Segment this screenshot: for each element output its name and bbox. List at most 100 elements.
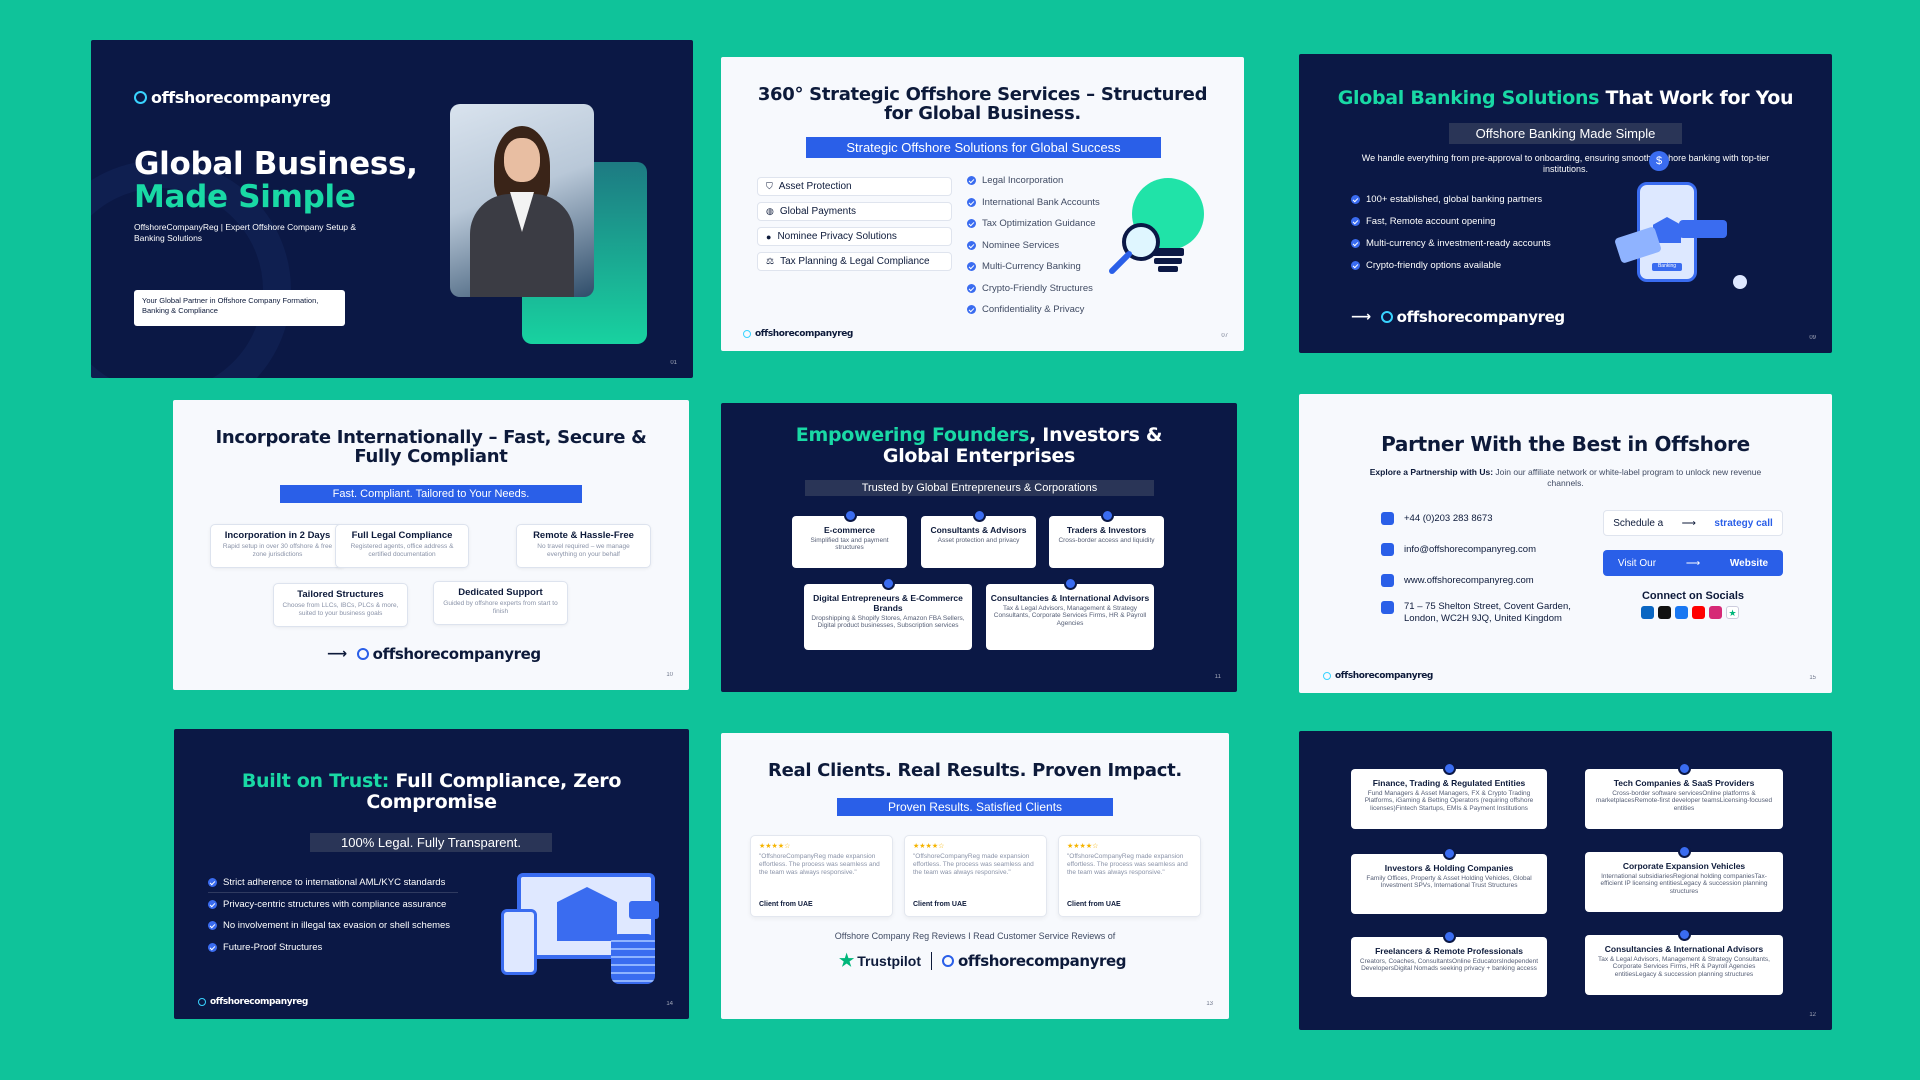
title-line-1: Global Business, [134, 146, 418, 182]
x-icon[interactable] [1658, 606, 1671, 619]
footer-logos: ★Trustpilot offshorecompanyreg [839, 951, 1127, 971]
contact-label: 71 – 75 Shelton Street, Covent Garden, L… [1404, 601, 1571, 624]
page-number: 07 [1221, 333, 1228, 339]
slide-2[interactable]: 360° Strategic Offshore Services – Struc… [721, 57, 1244, 351]
review-text: "OffshoreCompanyReg made expansion effor… [759, 853, 880, 876]
linkedin-icon[interactable] [1641, 606, 1654, 619]
logo-mark-icon [743, 330, 751, 338]
check-label: No involvement in illegal tax evasion or… [223, 920, 451, 931]
brand-name: offshorecompanyreg [210, 997, 308, 1007]
contact-address: 71 – 75 Shelton Street, Covent Garden, L… [1381, 601, 1571, 625]
slide-4[interactable]: Incorporate Internationally – Fast, Secu… [173, 400, 689, 690]
card-title: Tailored Structures [297, 589, 384, 600]
slide-pill: Proven Results. Satisfied Clients [837, 798, 1113, 816]
contact-email[interactable]: info@offshorecompanyreg.com [1381, 543, 1536, 556]
slide-subtitle: OffshoreCompanyReg | Expert Offshore Com… [134, 222, 357, 243]
check-icon [208, 921, 217, 930]
card-desc: Tax & Legal Advisors, Management & Strat… [993, 605, 1147, 627]
slide-title: Global Banking Solutions That Work for Y… [1319, 88, 1812, 109]
button-label: Schedule a [1613, 517, 1664, 529]
reviews-footer: Offshore Company Reg Reviews I Read Cust… [834, 931, 1116, 941]
slide-title: Empowering Founders, Investors & Global … [761, 425, 1197, 466]
badge-icon [1678, 845, 1691, 858]
youtube-icon[interactable] [1692, 606, 1705, 619]
coin-stack-icon [611, 934, 655, 984]
logo-mark-icon [1323, 672, 1331, 680]
brand-name: offshorecompanyreg [958, 952, 1127, 970]
check-icon [1351, 217, 1360, 226]
check-icon [1351, 261, 1360, 270]
globe-icon: ◍ [766, 206, 774, 216]
tag-label: Global Payments [779, 206, 857, 217]
scale-icon: ⚖ [766, 256, 775, 266]
instagram-icon[interactable] [1709, 606, 1722, 619]
badge-icon [1443, 847, 1456, 860]
page-number: 01 [670, 360, 677, 366]
badge-icon [972, 509, 986, 522]
title-rest: , Investors & Global Enterprises [882, 424, 1163, 467]
arrow-right-icon: ⟶ [1351, 309, 1371, 325]
button-link: Website [1729, 557, 1769, 569]
card-title: Corporate Expansion Vehicles [1622, 861, 1746, 871]
visit-website-button[interactable]: Visit Our⟶Website [1603, 550, 1783, 576]
check-label: Nominee Services [982, 240, 1060, 251]
card-desc: Simplified tax and payment structures [810, 537, 889, 552]
button-link: strategy call [1714, 517, 1773, 529]
slide-3[interactable]: Global Banking Solutions That Work for Y… [1299, 54, 1832, 353]
slide-6[interactable]: Partner With the Best in Offshore Explor… [1299, 394, 1832, 693]
audience-card: Digital Entrepreneurs & E-Commerce Brand… [804, 577, 972, 650]
schedule-call-button[interactable]: Schedule a⟶strategy call [1603, 510, 1783, 536]
check-item: Multi-currency & investment-ready accoun… [1351, 238, 1551, 249]
phone-icon [501, 909, 537, 975]
contact-phone[interactable]: +44 (0)203 283 8673 [1381, 512, 1492, 525]
social-icons: ★ [1641, 606, 1739, 619]
card-title: Consultants & Advisors [930, 525, 1027, 535]
star-rating: ★★★★☆ [1067, 843, 1099, 850]
slide-title: Real Clients. Real Results. Proven Impac… [768, 760, 1182, 781]
divider [208, 892, 458, 893]
slide-lead: Explore a Partnership with Us: Join our … [1354, 467, 1777, 488]
facebook-icon[interactable] [1675, 606, 1688, 619]
check-item: Confidentiality & Privacy [967, 304, 1084, 315]
trustpilot-icon[interactable]: ★ [1726, 606, 1739, 619]
slide-title: Built on Trust: Full Compliance, Zero Co… [214, 771, 649, 812]
lightbulb-magnifier-icon [1109, 178, 1204, 274]
card-desc: Tax & Legal Advisors, Management & Strat… [1598, 956, 1770, 978]
review-card: ★★★★☆"OffshoreCompanyReg made expansion … [1058, 835, 1201, 917]
slide-5[interactable]: Empowering Founders, Investors & Global … [721, 403, 1237, 692]
badge-icon [1100, 509, 1114, 522]
slide-pill: Offshore Banking Made Simple [1449, 123, 1682, 144]
brand-name: offshorecompanyreg [1396, 308, 1565, 326]
title-rest: Full Compliance, Zero Compromise [366, 770, 622, 813]
slide-8[interactable]: Real Clients. Real Results. Proven Impac… [721, 733, 1229, 1019]
check-icon [967, 284, 976, 293]
brand-logo[interactable]: offshorecompanyreg [942, 952, 1127, 970]
check-icon [967, 176, 976, 185]
badge-icon [1064, 577, 1077, 590]
card-desc: Dropshipping & Shopify Stores, Amazon FB… [811, 615, 965, 630]
page-number: 13 [1206, 1001, 1213, 1007]
slide-1[interactable]: offshorecompanyreg Global Business, Made… [91, 40, 693, 378]
location-pin-icon [1381, 601, 1394, 614]
review-client: Client from UAE [759, 901, 813, 908]
check-icon [208, 943, 217, 952]
slide-7[interactable]: Built on Trust: Full Compliance, Zero Co… [174, 729, 689, 1019]
trustpilot-logo[interactable]: ★Trustpilot [839, 951, 921, 971]
partner-box: Your Global Partner in Offshore Company … [134, 290, 345, 326]
trustpilot-label: Trustpilot [857, 953, 922, 969]
card-desc: Creators, Coaches, ConsultantsOnline Edu… [1359, 958, 1539, 973]
badge-icon [843, 509, 857, 522]
logo-mark-icon [356, 648, 369, 660]
contact-website[interactable]: www.offshorecompanyreg.com [1381, 574, 1534, 587]
check-label: Fast, Remote account opening [1366, 216, 1496, 227]
title-rest: That Work for You [1599, 87, 1794, 109]
slide-title: Incorporate Internationally – Fast, Secu… [215, 427, 647, 468]
